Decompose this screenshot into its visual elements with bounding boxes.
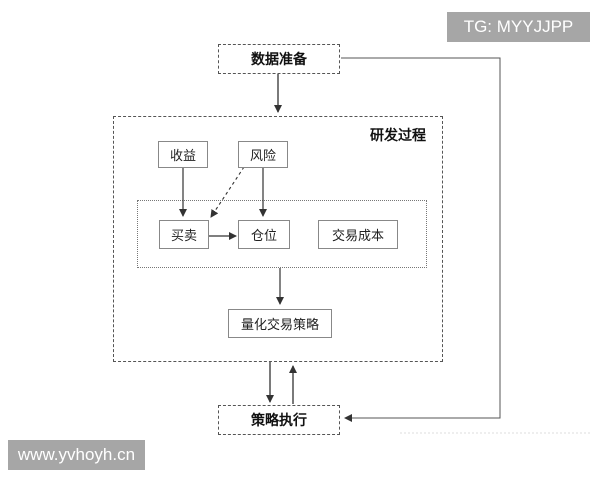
node-buy-sell: 买卖: [159, 220, 209, 249]
node-returns: 收益: [158, 141, 208, 168]
watermark-top-right: TG: MYYJJPP: [447, 12, 590, 42]
node-position: 仓位: [238, 220, 290, 249]
node-data-prep: 数据准备: [218, 44, 340, 74]
node-trading-cost: 交易成本: [318, 220, 398, 249]
position-group: [137, 200, 427, 268]
arrow-dataprep-loop-to-execution: [341, 57, 501, 422]
watermark-bottom-left: www.yvhoyh.cn: [8, 440, 145, 470]
node-strategy-execution: 策略执行: [218, 405, 340, 435]
arrow-risk-to-buysell: [210, 166, 245, 218]
node-risk: 风险: [238, 141, 288, 168]
node-quant-strategy: 量化交易策略: [228, 309, 332, 338]
research-process-label: 研发过程: [370, 128, 426, 144]
research-process-container: [113, 116, 443, 362]
